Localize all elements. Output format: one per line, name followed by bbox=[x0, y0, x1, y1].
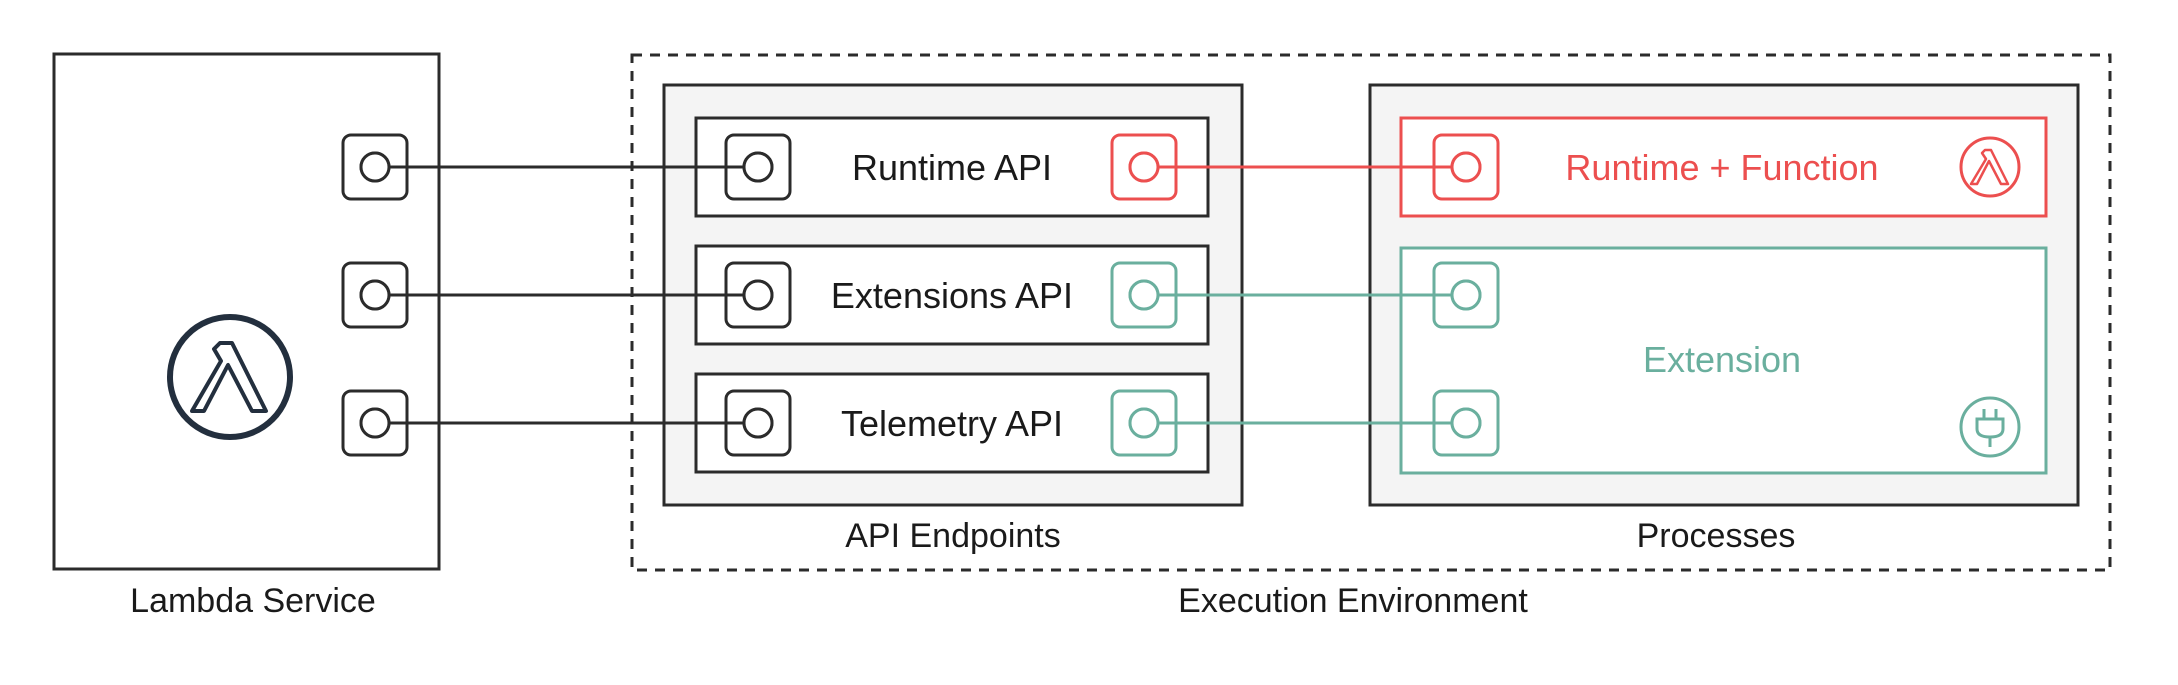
processes-label: Processes bbox=[1637, 517, 1796, 555]
lambda-icon bbox=[167, 314, 293, 440]
extension: Extension bbox=[1399, 246, 2048, 475]
lambda-service: Lambda Service bbox=[52, 52, 441, 620]
execution-environment-box bbox=[630, 53, 2112, 572]
telemetry-api-label: Telemetry API bbox=[841, 403, 1063, 444]
processes: Runtime + Function Extension bbox=[1368, 83, 2080, 555]
lambda-icon bbox=[1959, 136, 2021, 198]
runtime-api-label: Runtime API bbox=[852, 147, 1052, 188]
telemetry-api: Telemetry API bbox=[694, 372, 1210, 474]
api-endpoints-label: API Endpoints bbox=[845, 517, 1060, 555]
extension-label: Extension bbox=[1643, 339, 1801, 380]
extensions-api-label: Extensions API bbox=[831, 275, 1073, 316]
lambda-service-label: Lambda Service bbox=[130, 582, 376, 620]
execution-environment-label: Execution Environment bbox=[1178, 582, 1528, 620]
execution-environment: Execution Environment bbox=[630, 53, 2112, 620]
connectors bbox=[389, 165, 1452, 425]
port-caps bbox=[359, 151, 1482, 439]
runtime-function: Runtime + Function bbox=[1399, 116, 2048, 218]
plug-icon bbox=[1959, 396, 2021, 458]
extensions-api: Extensions API bbox=[694, 244, 1210, 346]
runtime-function-label: Runtime + Function bbox=[1565, 147, 1878, 188]
